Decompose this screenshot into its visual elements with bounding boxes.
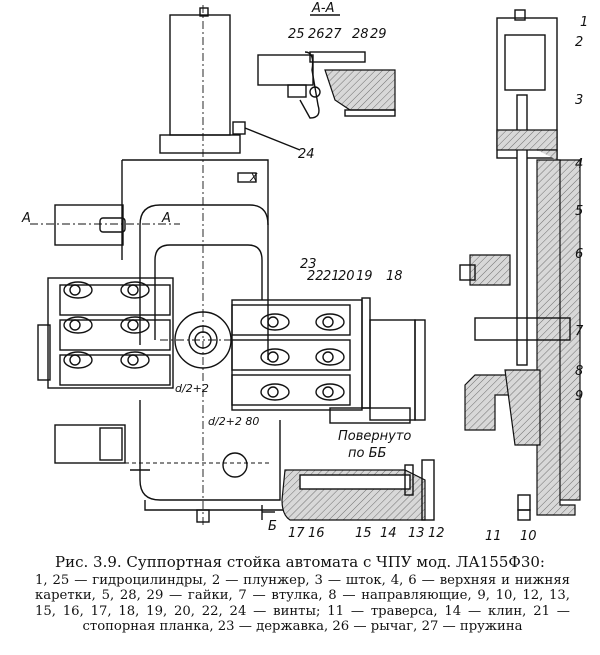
label-1: 1 [580,15,588,30]
label-29: 29 [370,27,387,42]
label-18: 18 [386,269,403,284]
left-tool-block [37,277,174,389]
dimension-d2-plus-2: d/2+2 [175,382,209,395]
label-24: 24 [298,147,315,162]
figure-caption: Рис. 3.9. Суппортная стойка автомата с Ч… [0,553,600,635]
label-16: 16 [308,526,325,541]
section-marker-left: А [21,211,31,226]
view-marker-b: Б [268,519,277,534]
label-23: 23 [300,257,317,272]
label-3: 3 [575,93,583,108]
label-7: 7 [575,324,584,339]
label-25: 25 [288,27,305,42]
label-26: 26 [308,27,325,42]
label-27: 27 [325,27,342,42]
right-tool-block [231,297,426,421]
caption-title: Рис. 3.9. Суппортная стойка автомата с Ч… [55,553,545,571]
label-28: 28 [352,27,369,42]
label-9: 9 [575,389,583,404]
label-14: 14 [380,526,397,541]
label-21: 21 [323,269,340,284]
label-12: 12 [428,526,445,541]
label-17: 17 [288,526,305,541]
label-11: 11 [485,529,502,544]
label-20: 20 [338,269,355,284]
label-22: 22 [307,269,324,284]
label-13: 13 [408,526,425,541]
label-10: 10 [520,529,537,544]
front-view [30,5,435,525]
label-6: 6 [575,247,583,262]
section-a-a [257,51,396,119]
rotated-note-line2: по ББ [348,446,387,461]
label-15: 15 [355,526,372,541]
dimension-d2-plus-2-80: d/2+2 80 [208,415,259,428]
label-4: 4 [575,157,583,172]
section-marker-right: А [161,211,171,226]
section-title-a-a: А-А [311,1,334,16]
part-labels: А-А 25 26 27 28 29 24 А А X 23 22 21 20 … [21,1,588,544]
rotated-note-line1: Повернуто [338,429,411,444]
rotated-section [281,407,435,521]
label-5: 5 [575,204,583,219]
label-19: 19 [356,269,373,284]
label-2: 2 [575,35,583,50]
technical-drawing: А-А 25 26 27 28 29 24 А А X 23 22 21 20 … [21,1,588,544]
axis-marker: X [249,171,258,184]
side-section-view [459,9,581,521]
label-8: 8 [575,364,583,379]
caption-body: 1, 25 — гидроцилиндры, 2 — плунжер, 3 — … [35,572,570,635]
